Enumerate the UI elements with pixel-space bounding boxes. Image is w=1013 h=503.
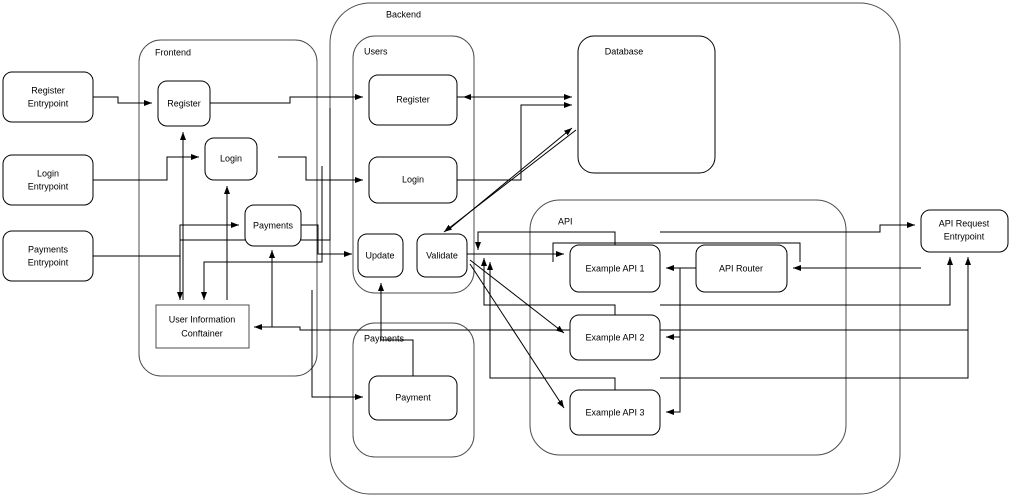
fe-payments-box[interactable] [244, 204, 302, 247]
edge-register-entrypoint-to-fe-register [93, 96, 152, 106]
example-api-1-box[interactable] [569, 244, 661, 293]
edge-validate-to-api3 [469, 263, 565, 409]
node-example-api-1[interactable]: Example API 1 [569, 244, 661, 293]
payments-entrypoint-box[interactable] [2, 230, 94, 282]
node-users-login[interactable]: Login [368, 156, 458, 204]
user-information-container-label-line2: Conftainer [181, 328, 223, 338]
group-frontend: Frontend [138, 39, 318, 377]
node-login-entrypoint[interactable]: Login Entrypoint [2, 154, 94, 206]
payments-group-label: Payments [364, 333, 405, 343]
group-backend: Backend [329, 2, 901, 495]
api-request-entrypoint-label-line1: API Request [939, 218, 990, 228]
example-api-1-label: Example API 1 [585, 263, 644, 273]
node-api-router[interactable]: API Router [695, 244, 788, 293]
login-entrypoint-label-line1: Login [37, 168, 59, 178]
group-payments: Payments [352, 322, 475, 458]
edge-fe-to-payment [311, 290, 363, 400]
fe-login-label: Login [220, 153, 242, 163]
payments-entrypoint-label-line2: Entrypoint [28, 257, 69, 267]
node-users-update[interactable]: Update [357, 233, 404, 278]
edge-api-to-api-request-entrypoint-b [660, 257, 953, 306]
node-example-api-3[interactable]: Example API 3 [569, 389, 661, 436]
example-api-2-box[interactable] [569, 314, 661, 361]
group-api: API [529, 199, 847, 456]
edge-api-router-to-api3 [666, 337, 681, 415]
users-validate-label: Validate [426, 250, 458, 260]
node-user-information-container[interactable]: User Information Conftainer [155, 304, 250, 349]
register-entrypoint-label-line1: Register [31, 85, 65, 95]
login-entrypoint-box[interactable] [2, 154, 94, 206]
example-api-3-label: Example API 3 [585, 407, 644, 417]
edge-database-to-validate [443, 129, 577, 233]
frontend-group-label: Frontend [155, 47, 191, 57]
users-register-box[interactable] [368, 74, 458, 126]
edge-fe-register-to-users-register [210, 94, 363, 104]
frontend-group-outline [138, 39, 318, 377]
register-entrypoint-label-line2: Entrypoint [28, 98, 69, 108]
fe-register-box[interactable] [157, 80, 211, 127]
edge-api-wrap-line [552, 242, 801, 262]
payment-label: Payment [395, 392, 431, 402]
users-group-label: Users [364, 46, 388, 56]
users-validate-box[interactable] [416, 233, 468, 278]
users-login-label: Login [402, 174, 424, 184]
api-request-entrypoint-box[interactable] [920, 209, 1009, 253]
edge-backend-to-user-info-b [201, 166, 323, 300]
node-database[interactable]: Database [577, 35, 716, 174]
edge-fe-login-to-users-login [278, 156, 363, 183]
api-group-label: API [558, 216, 573, 226]
users-group-outline [352, 35, 475, 294]
edge-api2-to-validate [481, 258, 616, 315]
node-example-api-2[interactable]: Example API 2 [569, 314, 661, 361]
api-router-label: API Router [719, 263, 763, 273]
register-entrypoint-box[interactable] [2, 71, 94, 123]
edge-validate-to-api2 [469, 259, 565, 334]
edge-api1-to-validate [475, 231, 616, 250]
api-request-entrypoint-label-line2: Entrypoint [944, 231, 985, 241]
user-information-container-box[interactable] [155, 304, 250, 349]
database-box[interactable] [577, 35, 716, 174]
backend-group-label: Backend [386, 9, 421, 19]
node-users-validate[interactable]: Validate [416, 233, 468, 278]
users-update-label: Update [365, 250, 394, 260]
user-information-container-label-line1: User Information [169, 314, 236, 324]
fe-login-box[interactable] [204, 137, 258, 181]
backend-group-outline [329, 2, 901, 495]
users-login-box[interactable] [368, 156, 458, 204]
api-group-outline [529, 199, 847, 456]
edge-api-to-api-request-entrypoint-a [660, 222, 915, 233]
edge-users-login-to-database [457, 102, 572, 181]
users-register-label: Register [396, 94, 430, 104]
node-fe-register[interactable]: Register [157, 80, 211, 127]
node-users-register[interactable]: Register [368, 74, 458, 126]
api-router-box[interactable] [695, 244, 788, 293]
payment-box[interactable] [368, 375, 458, 421]
group-users: Users [352, 35, 475, 294]
login-entrypoint-label-line2: Entrypoint [28, 181, 69, 191]
node-payments-entrypoint[interactable]: Payments Entrypoint [2, 230, 94, 282]
node-fe-login[interactable]: Login [204, 137, 258, 181]
node-api-request-entrypoint[interactable]: API Request Entrypoint [920, 209, 1009, 253]
edge-api-to-api-request-entrypoint-c [660, 257, 971, 379]
node-register-entrypoint[interactable]: Register Entrypoint [2, 71, 94, 123]
edge-api3-to-validate [487, 262, 616, 390]
payments-entrypoint-label-line1: Payments [28, 244, 69, 254]
node-fe-payments[interactable]: Payments [244, 204, 302, 247]
edge-api-router-to-api2 [666, 268, 681, 340]
node-payment[interactable]: Payment [368, 375, 458, 421]
database-label: Database [605, 46, 644, 56]
edge-payment-to-update [378, 283, 414, 376]
users-update-box[interactable] [357, 233, 404, 278]
fe-payments-label: Payments [253, 220, 294, 230]
edge-backend-to-user-info-a [177, 108, 331, 300]
payments-group-outline [352, 322, 475, 458]
example-api-3-box[interactable] [569, 389, 661, 436]
example-api-2-label: Example API 2 [585, 332, 644, 342]
fe-register-label: Register [167, 98, 201, 108]
